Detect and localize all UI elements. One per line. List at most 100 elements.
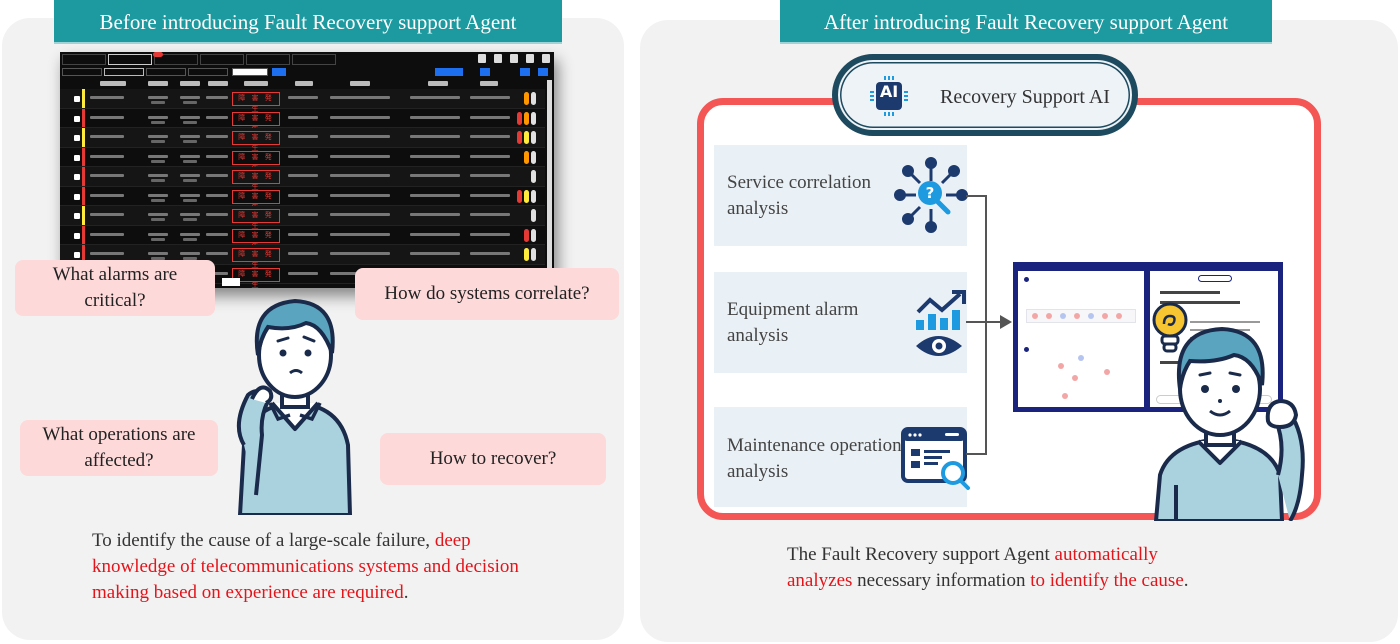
row-cell: [206, 193, 228, 197]
row-checkbox: [74, 193, 80, 200]
question-bubble-system-correlation: How do systems correlate?: [355, 268, 619, 342]
row-cell: [90, 193, 124, 197]
row-cell: [330, 154, 390, 158]
row-cell: [470, 174, 510, 177]
question-bubble-recovery: How to recover?: [358, 433, 606, 485]
fault-status-badge: 障 害 発 生: [232, 228, 280, 250]
row-cell: [206, 154, 228, 158]
row-cell: [410, 96, 460, 99]
row-cell: [206, 115, 228, 119]
row-cell: [148, 174, 168, 177]
row-cell: [183, 257, 197, 260]
row-action-chip: [524, 228, 529, 242]
severity-bar: [82, 147, 85, 166]
dashboard-button: [538, 68, 548, 76]
window-search-icon: [901, 427, 970, 490]
row-cell: [148, 135, 168, 138]
alarm-row: 障 害 発 生: [60, 225, 545, 250]
row-action-chip: [524, 131, 529, 144]
row-cell: [410, 193, 460, 197]
row-cell: [288, 232, 318, 236]
row-cell: [151, 101, 165, 104]
row-cell: [148, 232, 168, 236]
row-checkbox: [74, 115, 80, 122]
row-cell: [330, 96, 390, 99]
chart-eye-icon: [916, 290, 966, 356]
row-action-chip: [531, 209, 536, 222]
row-cell: [90, 96, 124, 99]
question-text: What operations are affected?: [42, 424, 196, 471]
dashboard-tab: [154, 54, 198, 65]
analysis-equipment-alarm: Equipment alarm analysis: [714, 272, 967, 373]
question-bubble-affected-operations: What operations are affected?: [20, 418, 248, 476]
row-cell: [288, 174, 318, 177]
row-cell: [183, 218, 197, 221]
row-action-chip: [531, 150, 536, 164]
alarm-row: 障 害 発 生: [60, 89, 545, 113]
severity-bar: [82, 128, 85, 147]
lightbulb-icon: [1152, 302, 1188, 353]
row-cell: [470, 154, 510, 158]
ai-chip-icon: [870, 76, 908, 116]
fault-status-badge: 障 害 発 生: [232, 267, 280, 288]
row-cell: [470, 213, 510, 216]
row-cell: [470, 252, 510, 255]
row-cell: [180, 135, 200, 138]
row-action-chip: [531, 92, 536, 105]
row-cell: [330, 232, 390, 236]
row-cell: [183, 159, 197, 163]
row-action-chip: [524, 111, 529, 125]
filter-button: [146, 68, 186, 76]
alarm-row: 障 害 発 生: [60, 128, 545, 152]
description-highlight: to identify the cause: [1030, 570, 1184, 591]
svg-text:?: ?: [926, 184, 935, 202]
row-cell: [180, 193, 200, 197]
row-cell: [330, 193, 390, 197]
ai-chip-text: AI: [879, 82, 899, 101]
fault-status-badge: 障 害 発 生: [232, 92, 280, 113]
row-cell: [183, 179, 197, 182]
row-cell: [206, 174, 228, 177]
row-checkbox: [74, 96, 80, 102]
toolbar-icon: [542, 54, 550, 63]
row-cell: [180, 154, 200, 158]
row-cell: [183, 237, 197, 241]
question-bubble-critical-alarms: What alarms are critical?: [15, 260, 251, 340]
row-checkbox: [74, 154, 80, 161]
row-cell: [180, 232, 200, 236]
dashboard-tab: [62, 54, 106, 65]
row-action-chip: [524, 189, 529, 203]
toolbar-icon: [494, 54, 502, 63]
dashboard-button: [480, 68, 490, 76]
description-end: .: [1183, 570, 1189, 591]
dashboard-tabs: [60, 52, 554, 66]
row-cell: [288, 135, 318, 138]
confident-person-illustration: [1153, 326, 1305, 521]
alarm-row: 障 害 発 生: [60, 186, 545, 211]
page-size-select: [222, 278, 240, 286]
row-cell: [330, 252, 390, 255]
fault-status-badge: 障 害 発 生: [232, 150, 280, 172]
description-highlight: deep knowledge of telecommunications sys…: [92, 530, 519, 603]
row-cell: [330, 213, 390, 216]
row-cell: [148, 115, 168, 119]
row-checkbox: [74, 252, 80, 258]
filter-button: [188, 68, 228, 76]
row-cell: [151, 218, 165, 221]
filter-button: [62, 68, 102, 76]
row-cell: [330, 174, 390, 177]
row-checkbox: [74, 135, 80, 141]
question-text: How do systems correlate?: [384, 283, 590, 304]
row-cell: [180, 252, 200, 255]
filter-button: [104, 68, 144, 76]
table-header: [60, 80, 554, 88]
row-checkbox: [74, 232, 80, 239]
row-cell: [206, 96, 228, 99]
dashboard-tab: [200, 54, 244, 65]
row-cell: [288, 252, 318, 255]
row-cell: [183, 140, 197, 143]
row-cell: [206, 135, 228, 138]
row-cell: [288, 213, 318, 216]
row-cell: [206, 213, 228, 216]
row-cell: [90, 252, 124, 255]
